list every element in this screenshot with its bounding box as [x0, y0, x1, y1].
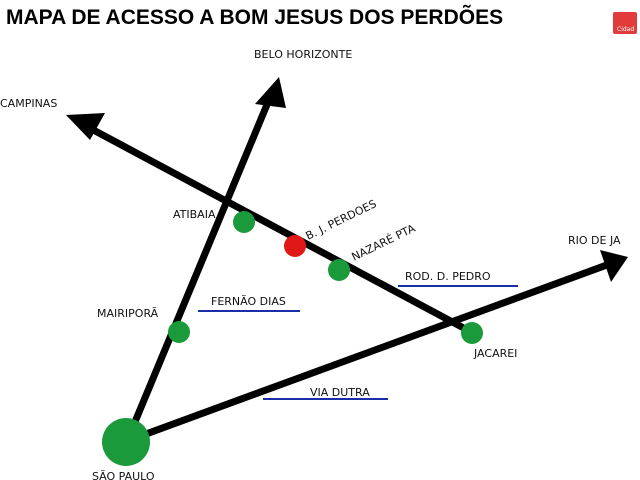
- marker-atibaia: [233, 211, 255, 233]
- marker-nazare: [328, 259, 350, 281]
- dom-pedro-road: [79, 120, 465, 331]
- marker-mairipora: [168, 321, 190, 343]
- marker-sao-paulo: [102, 418, 150, 466]
- label-via-dutra: VIA DUTRA: [310, 386, 370, 399]
- label-belo-horizonte: BELO HORIZONTE: [254, 48, 352, 61]
- label-atibaia: ATIBAIA: [173, 208, 216, 221]
- label-fernao-dias: FERNÃO DIAS: [211, 295, 286, 308]
- marker-bj-perdoes: [284, 235, 306, 257]
- marker-jacarei: [461, 322, 483, 344]
- watermark-logo: Cidad: [613, 12, 637, 34]
- arrow-belo-horizonte: [255, 77, 286, 108]
- watermark-text: Cidad: [617, 26, 634, 33]
- via-dutra-road: [122, 261, 609, 446]
- label-bj-perdoes: B. J. PERDOES: [304, 197, 379, 242]
- label-nazare: NAZARÉ PTA: [350, 222, 418, 264]
- label-campinas: CAMPINAS: [0, 97, 57, 110]
- map-title: MAPA DE ACESSO A BOM JESUS DOS PERDÕES: [6, 5, 503, 29]
- label-mairipora: MAIRIPORÃ: [97, 307, 159, 320]
- arrow-campinas: [66, 113, 105, 140]
- label-jacarei: JACAREI: [473, 347, 517, 360]
- label-sao-paulo: SÃO PAULO: [92, 470, 155, 480]
- fernao-dias-road: [122, 90, 276, 446]
- arrow-rio: [600, 250, 628, 282]
- label-dom-pedro: ROD. D. PEDRO: [405, 270, 491, 283]
- label-rio: RIO DE JA: [568, 234, 621, 247]
